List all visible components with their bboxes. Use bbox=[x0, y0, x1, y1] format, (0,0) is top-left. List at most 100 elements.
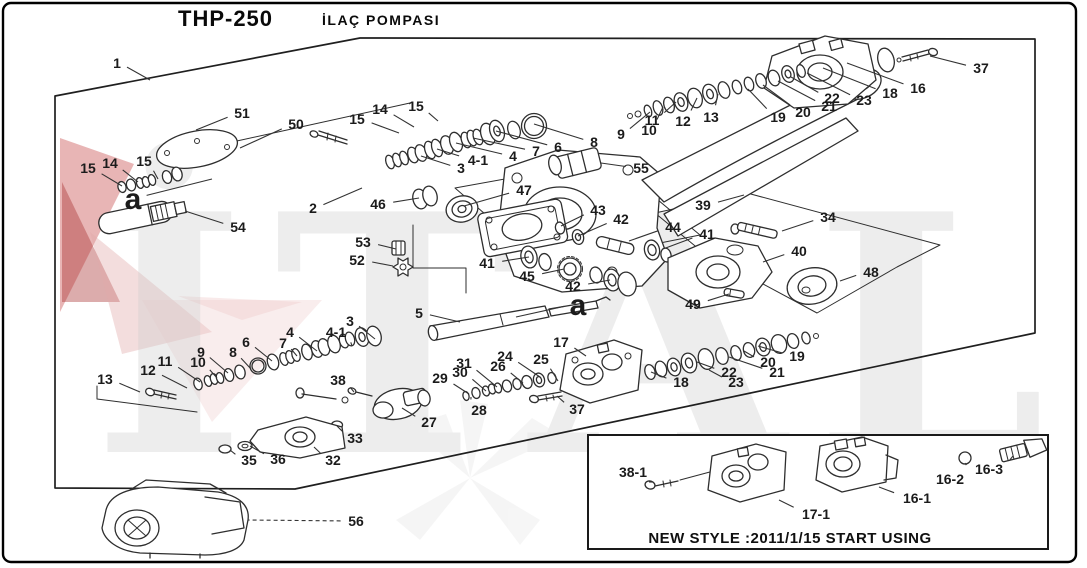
leader-line bbox=[839, 274, 857, 282]
bearings-41-45-42-art bbox=[520, 245, 637, 297]
part-label-42: 42 bbox=[613, 211, 629, 227]
part-label-22: 22 bbox=[721, 364, 737, 380]
part-label-38-1: 38-1 bbox=[619, 464, 647, 480]
leader-line bbox=[628, 230, 659, 242]
title-product: İLAÇ POMPASI bbox=[322, 12, 440, 28]
leader-line bbox=[393, 197, 420, 203]
part-label-12: 12 bbox=[675, 113, 691, 129]
part-label-23: 23 bbox=[856, 92, 872, 108]
leader-line bbox=[714, 93, 719, 106]
part-label-47: 47 bbox=[516, 182, 532, 198]
part-label-35: 35 bbox=[241, 452, 257, 468]
part-label-8: 8 bbox=[229, 344, 237, 360]
part-label-38: 38 bbox=[330, 372, 346, 388]
part-label-26: 26 bbox=[490, 358, 506, 374]
leader-line bbox=[350, 342, 353, 347]
part-label-30: 30 bbox=[452, 364, 468, 380]
part-label-a: a bbox=[570, 289, 587, 322]
housing-40-art bbox=[667, 237, 773, 309]
leader-line bbox=[420, 155, 451, 166]
leader-line bbox=[247, 519, 341, 522]
star-nut-52-art bbox=[392, 257, 414, 277]
part-label-20: 20 bbox=[795, 104, 811, 120]
leader-line bbox=[629, 111, 651, 130]
leader-line bbox=[696, 361, 715, 369]
leader-line bbox=[184, 210, 224, 224]
part-label-52: 52 bbox=[349, 252, 365, 268]
part-label-17-1: 17-1 bbox=[802, 506, 830, 522]
part-label-20: 20 bbox=[760, 354, 776, 370]
part-label-24: 24 bbox=[497, 348, 513, 364]
leader-line bbox=[371, 122, 400, 134]
part-label-8: 8 bbox=[590, 134, 598, 150]
part-label-41: 41 bbox=[479, 255, 495, 271]
leader-line bbox=[515, 305, 565, 318]
part-label-11: 11 bbox=[645, 112, 660, 128]
leader-line bbox=[757, 345, 783, 354]
part-label-31: 31 bbox=[456, 355, 472, 371]
small-chain-24-31-art bbox=[462, 371, 557, 402]
leader-line bbox=[1009, 455, 1014, 461]
part-label-27: 27 bbox=[421, 414, 437, 430]
leader-line bbox=[495, 130, 548, 146]
leader-line bbox=[777, 80, 816, 102]
part-label-10: 10 bbox=[190, 354, 206, 370]
leader-line bbox=[195, 116, 228, 131]
head-17-art bbox=[559, 339, 643, 404]
part-label-29: 29 bbox=[432, 370, 448, 386]
leader-line bbox=[476, 369, 498, 388]
part-label-2: 2 bbox=[309, 200, 317, 216]
leader-line bbox=[161, 374, 188, 389]
leader-line bbox=[209, 357, 229, 374]
leader-line bbox=[472, 137, 526, 150]
title-model: THP-250 bbox=[178, 6, 273, 31]
leader-line bbox=[240, 357, 252, 370]
leader-line bbox=[336, 425, 343, 432]
part-label-15: 15 bbox=[349, 111, 365, 127]
leader-line bbox=[349, 387, 355, 393]
part-label-18: 18 bbox=[673, 374, 689, 390]
seal-48-art bbox=[786, 267, 838, 305]
part-label-19: 19 bbox=[789, 348, 805, 364]
part-label-14: 14 bbox=[102, 155, 118, 171]
leader-line bbox=[122, 169, 139, 183]
part-label-55: 55 bbox=[633, 160, 649, 176]
leader-line bbox=[762, 254, 785, 263]
part-label-9: 9 bbox=[197, 344, 205, 360]
leader-line bbox=[153, 170, 159, 180]
part-label-22: 22 bbox=[824, 90, 840, 106]
part-label-6: 6 bbox=[242, 334, 250, 350]
bearing-46-47-art bbox=[412, 185, 479, 223]
leader-line bbox=[690, 97, 698, 111]
leader-line bbox=[662, 237, 693, 250]
bolt-37-top-art bbox=[896, 47, 939, 63]
pump-56-art bbox=[101, 479, 249, 559]
part-label-36: 36 bbox=[270, 451, 286, 467]
leader-line bbox=[600, 162, 626, 168]
part-label-9: 9 bbox=[617, 126, 625, 142]
part-label-51: 51 bbox=[234, 105, 250, 121]
leader-line bbox=[560, 214, 585, 227]
leader-line bbox=[781, 220, 814, 232]
leader-line bbox=[377, 244, 397, 250]
leader-line bbox=[743, 350, 755, 358]
leader-line bbox=[323, 187, 363, 206]
part-label-13: 13 bbox=[97, 371, 113, 387]
leader-line bbox=[717, 194, 745, 203]
part-label-25: 25 bbox=[533, 351, 549, 367]
part-label-34: 34 bbox=[820, 209, 836, 225]
leader-line bbox=[577, 222, 607, 237]
leader-line bbox=[249, 445, 265, 455]
part-label-a: a bbox=[125, 183, 142, 216]
part-label-23: 23 bbox=[728, 374, 744, 390]
top-seal-chain-art bbox=[384, 112, 548, 170]
part-label-13: 13 bbox=[703, 109, 719, 125]
leader-line bbox=[541, 268, 565, 275]
part-label-43: 43 bbox=[590, 202, 606, 218]
leader-line bbox=[728, 356, 763, 369]
part-label-12: 12 bbox=[140, 362, 156, 378]
leader-line bbox=[747, 88, 768, 109]
